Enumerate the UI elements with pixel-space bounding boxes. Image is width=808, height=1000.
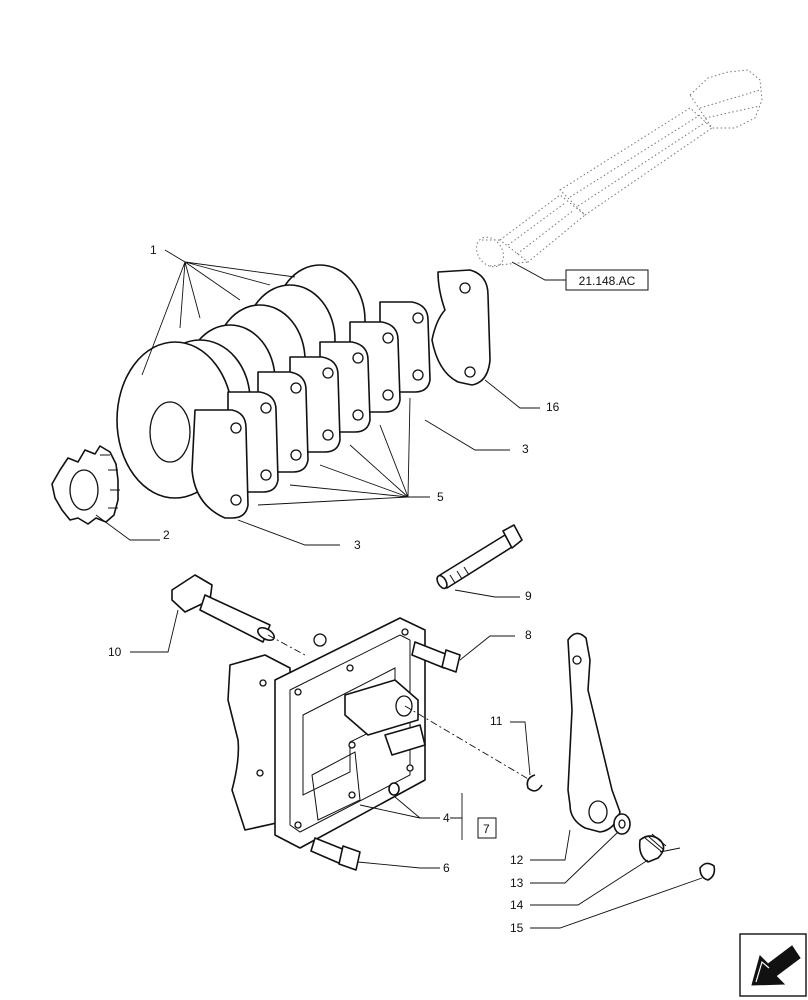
label-4: 4 <box>443 811 450 825</box>
label-7: 7 <box>483 822 490 836</box>
label-11: 11 <box>490 714 503 728</box>
kit-box <box>477 817 497 839</box>
label-8: 8 <box>525 628 532 642</box>
backing-plate <box>431 269 491 386</box>
label-1: 1 <box>150 243 157 257</box>
short-bolts <box>310 641 461 871</box>
long-bolt <box>436 524 523 590</box>
label-14: 14 <box>510 898 524 912</box>
leader-lines <box>95 249 703 929</box>
pressure-plates <box>191 301 431 519</box>
reference-callout: 21.148.AC <box>511 261 649 291</box>
label-15: 15 <box>510 921 524 935</box>
back-navigation-button[interactable] <box>739 933 807 997</box>
arrow-back-icon <box>751 945 801 986</box>
label-5: 5 <box>437 490 444 504</box>
label-12: 12 <box>510 853 524 867</box>
callout-labels: 1 2 3 3 4 5 6 7 8 9 10 11 12 13 14 15 16 <box>108 243 560 935</box>
drive-shaft <box>476 69 763 268</box>
label-3-lower: 3 <box>354 538 361 552</box>
reference-label: 21.148.AC <box>579 274 636 288</box>
label-9: 9 <box>525 589 532 603</box>
lever-shaft <box>171 574 306 656</box>
label-6: 6 <box>443 861 450 875</box>
label-10: 10 <box>108 645 122 659</box>
label-13: 13 <box>510 876 524 890</box>
small-hardware <box>526 774 716 881</box>
label-16: 16 <box>546 400 560 414</box>
control-arm <box>567 632 621 833</box>
label-2: 2 <box>163 528 170 542</box>
spur-gear <box>51 445 120 525</box>
cover-housing <box>227 617 531 849</box>
label-3-upper: 3 <box>522 442 529 456</box>
